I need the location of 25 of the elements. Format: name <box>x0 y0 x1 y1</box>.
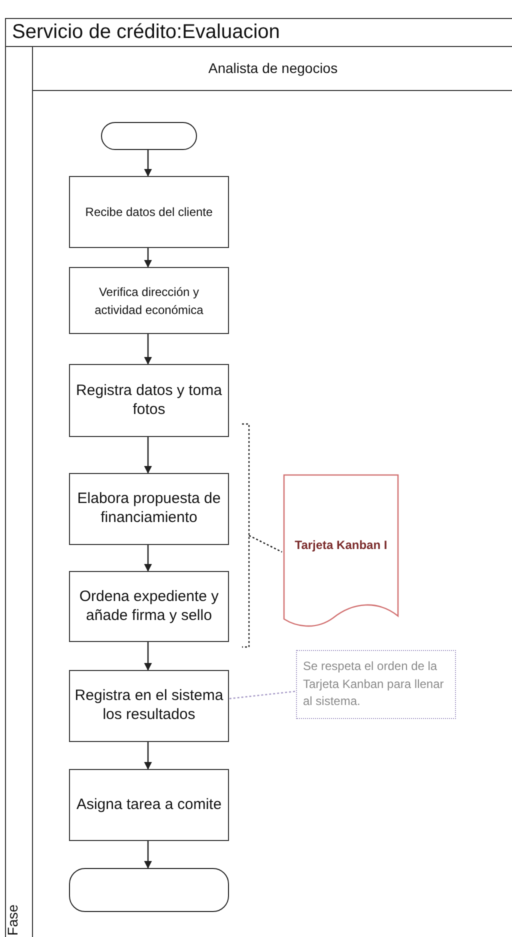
process-box: Verifica dirección y actividad económica <box>69 267 229 334</box>
process-box: Registra datos y toma fotos <box>69 364 229 437</box>
process-box: Elabora propuesta de financiamiento <box>69 473 229 545</box>
process-box: Registra en el sistema los resultados <box>69 670 229 742</box>
document-label: Tarjeta Kanban I <box>294 538 388 552</box>
connector <box>144 841 152 869</box>
process-box: Recibe datos del cliente <box>69 176 229 248</box>
connector <box>144 642 152 671</box>
connector <box>144 545 152 572</box>
connector <box>144 150 152 177</box>
process-box: Ordena expediente y añade firma y sello <box>69 571 229 642</box>
connector <box>228 690 296 700</box>
lane-header: Analista de negocios <box>33 46 512 91</box>
dotted-bracket <box>242 423 250 648</box>
annotation-note: Se respeta el orden de la Tarjeta Kanban para llenar al sistema. <box>296 650 456 719</box>
terminator-shape <box>101 122 197 150</box>
process-box: Asigna tarea a comite <box>69 769 229 841</box>
terminator-shape <box>69 868 229 912</box>
pool-title: Servicio de crédito:Evaluacion <box>12 20 280 45</box>
connector <box>144 334 152 365</box>
connector <box>144 742 152 770</box>
connector <box>248 534 282 553</box>
connector <box>144 248 152 268</box>
phase-label: Fase <box>4 904 21 936</box>
connector <box>144 437 152 474</box>
